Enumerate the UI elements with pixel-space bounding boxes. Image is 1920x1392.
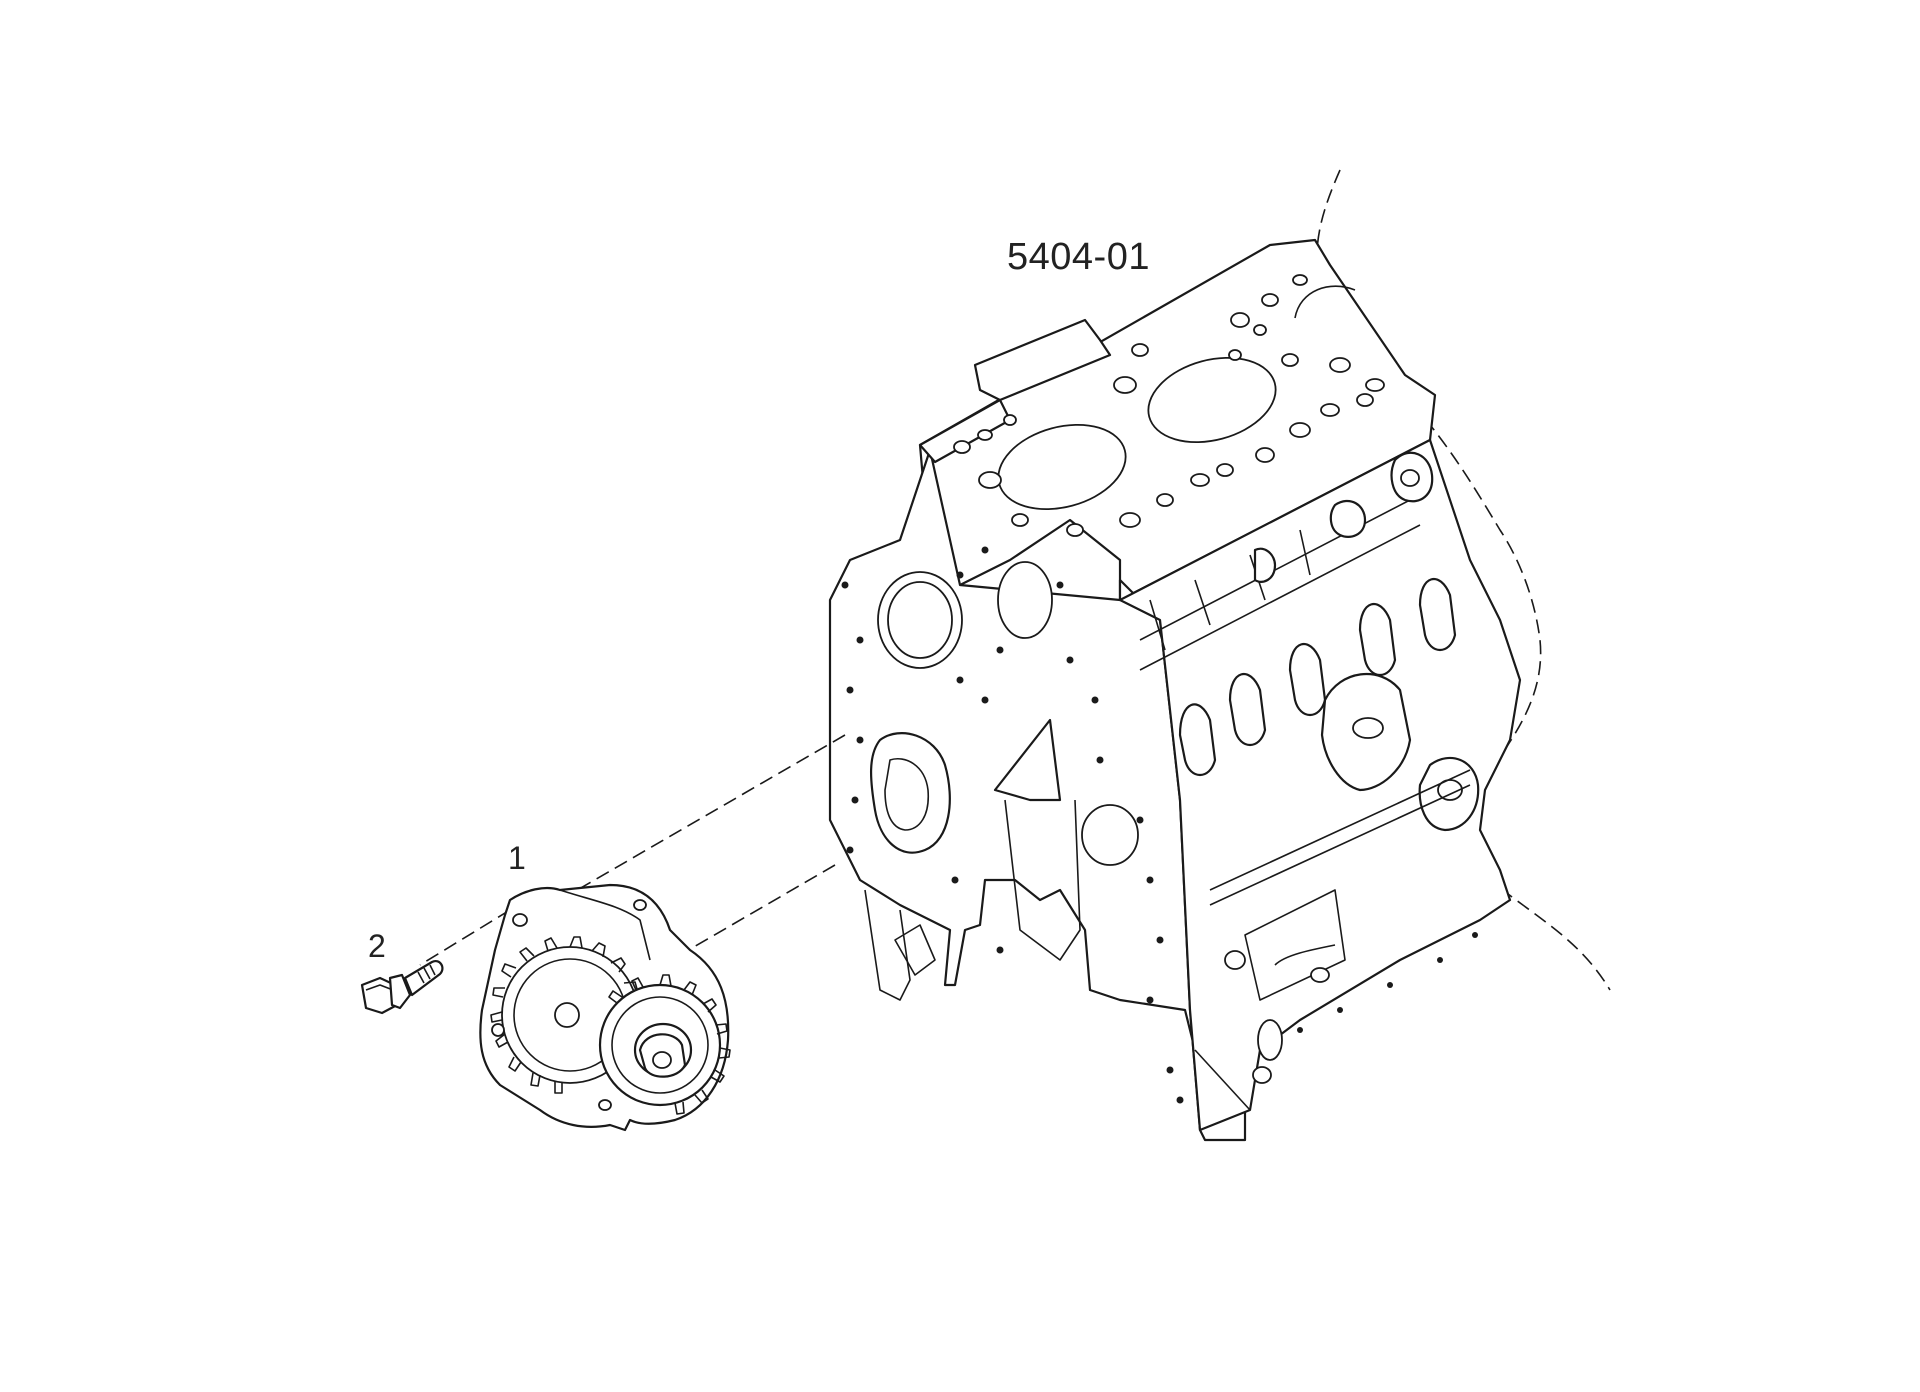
crankcase-side-details	[1139, 451, 1480, 1111]
idler-shaft-bore	[1081, 804, 1139, 866]
driven-gear	[598, 974, 731, 1115]
crankcase-side	[1118, 438, 1522, 1132]
diagram-reference-number: 5404-01	[1007, 236, 1150, 278]
mounting-bolt	[360, 960, 444, 1015]
cylinder-bore-3	[1294, 285, 1356, 319]
engine-block	[828, 238, 1522, 1142]
bolt-flange	[388, 973, 412, 1010]
deck-holes	[953, 274, 1385, 537]
alignment-lines	[419, 734, 846, 966]
front-plate-opening-upper	[997, 561, 1053, 639]
oil-pump-assembly	[479, 883, 731, 1132]
bolt-shank	[403, 960, 444, 997]
front-plate-bolt-holes	[841, 546, 1184, 1104]
callout-2-bolt: 2	[368, 928, 386, 964]
cylinder-bore-2	[1147, 356, 1277, 444]
callout-1-oil-pump: 1	[508, 840, 526, 876]
oil-pump-seat	[869, 732, 951, 854]
triangular-web	[993, 718, 1062, 802]
